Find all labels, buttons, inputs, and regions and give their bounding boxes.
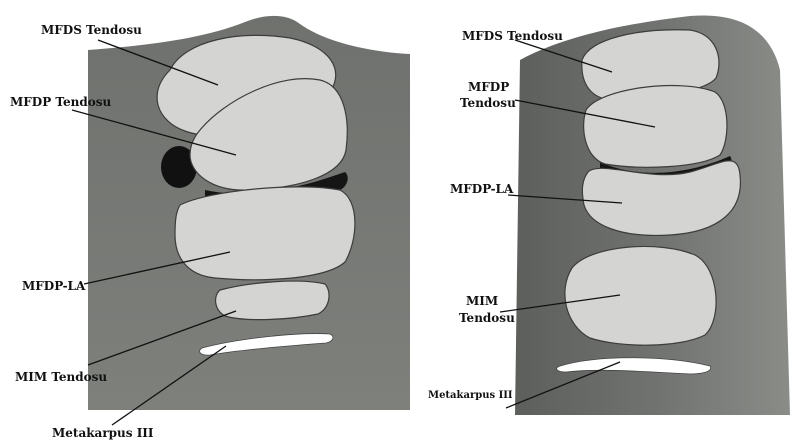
right-label-mfdp-line1: MFDP: [468, 80, 509, 94]
left-mim-tendon: [216, 281, 329, 320]
right-label-mfds: MFDS Tendosu: [462, 29, 563, 43]
left-mfdp-la: [175, 187, 355, 280]
left-label-mfdp-la: MFDP-LA: [22, 279, 86, 293]
right-label-mim-line2: Tendosu: [459, 311, 515, 325]
left-label-mim: MIM Tendosu: [15, 370, 107, 384]
right-panel: MFDS Tendosu MFDP Tendosu MFDP-LA MIM Te…: [428, 15, 790, 415]
right-mfdp-tendon: [584, 86, 727, 168]
left-label-metakarpus: Metakarpus III: [52, 426, 154, 440]
left-label-mfds: MFDS Tendosu: [41, 23, 142, 37]
right-mim-tendon: [565, 246, 716, 345]
right-label-metakarpus: Metakarpus III: [428, 390, 513, 401]
left-label-mfdp: MFDP Tendosu: [10, 95, 111, 109]
right-label-mfdp-la: MFDP-LA: [450, 182, 514, 196]
left-panel: MFDS Tendosu MFDP Tendosu MFDP-LA MIM Te…: [10, 16, 410, 440]
right-label-mim-line1: MIM: [466, 294, 498, 308]
right-label-mfdp-line2: Tendosu: [460, 96, 516, 110]
